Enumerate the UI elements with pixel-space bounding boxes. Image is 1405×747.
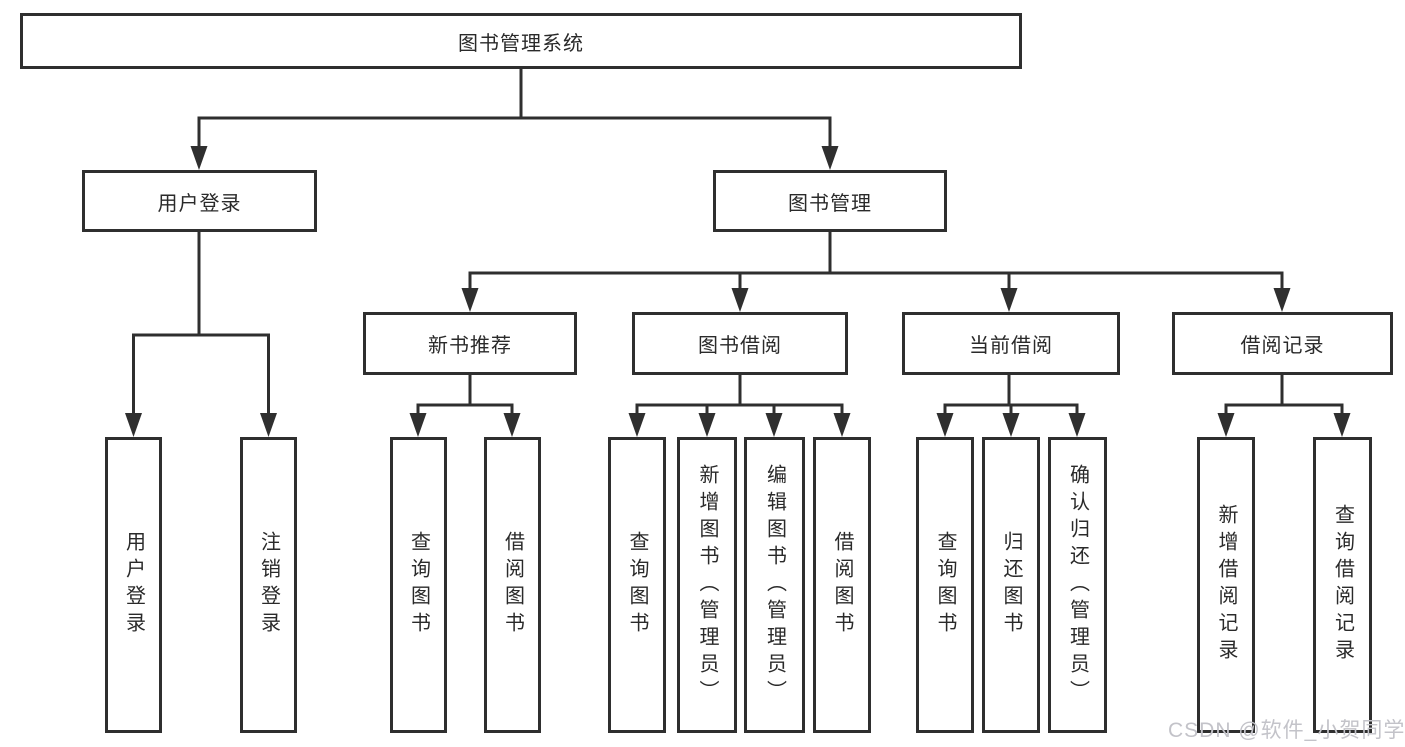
leaf-borrow-add-books-admin: 新增图书（管理员） bbox=[677, 437, 737, 733]
node-current-borrow: 当前借阅 bbox=[902, 312, 1120, 375]
leaf-current-query-books: 查询图书 bbox=[916, 437, 974, 733]
leaf-current-confirm-return-admin: 确认归还（管理员） bbox=[1048, 437, 1107, 733]
node-user-login: 用户登录 bbox=[82, 170, 317, 232]
leaf-user-login: 用户登录 bbox=[105, 437, 162, 733]
leaf-record-add: 新增借阅记录 bbox=[1197, 437, 1255, 733]
leaf-newbook-borrow-books: 借阅图书 bbox=[484, 437, 541, 733]
node-new-book-recommend: 新书推荐 bbox=[363, 312, 577, 375]
leaf-borrow-query-books: 查询图书 bbox=[608, 437, 666, 733]
leaf-borrow-borrow-books: 借阅图书 bbox=[813, 437, 871, 733]
node-borrow-records: 借阅记录 bbox=[1172, 312, 1393, 375]
node-book-management: 图书管理 bbox=[713, 170, 947, 232]
csdn-watermark: CSDN @软件_小贺同学 bbox=[1168, 719, 1405, 742]
leaf-borrow-edit-books-admin: 编辑图书（管理员） bbox=[744, 437, 805, 733]
node-root: 图书管理系统 bbox=[20, 13, 1022, 69]
leaf-logout: 注销登录 bbox=[240, 437, 297, 733]
leaf-record-query: 查询借阅记录 bbox=[1313, 437, 1372, 733]
leaf-newbook-query-books: 查询图书 bbox=[390, 437, 447, 733]
leaf-current-return-books: 归还图书 bbox=[982, 437, 1040, 733]
node-book-borrow: 图书借阅 bbox=[632, 312, 848, 375]
